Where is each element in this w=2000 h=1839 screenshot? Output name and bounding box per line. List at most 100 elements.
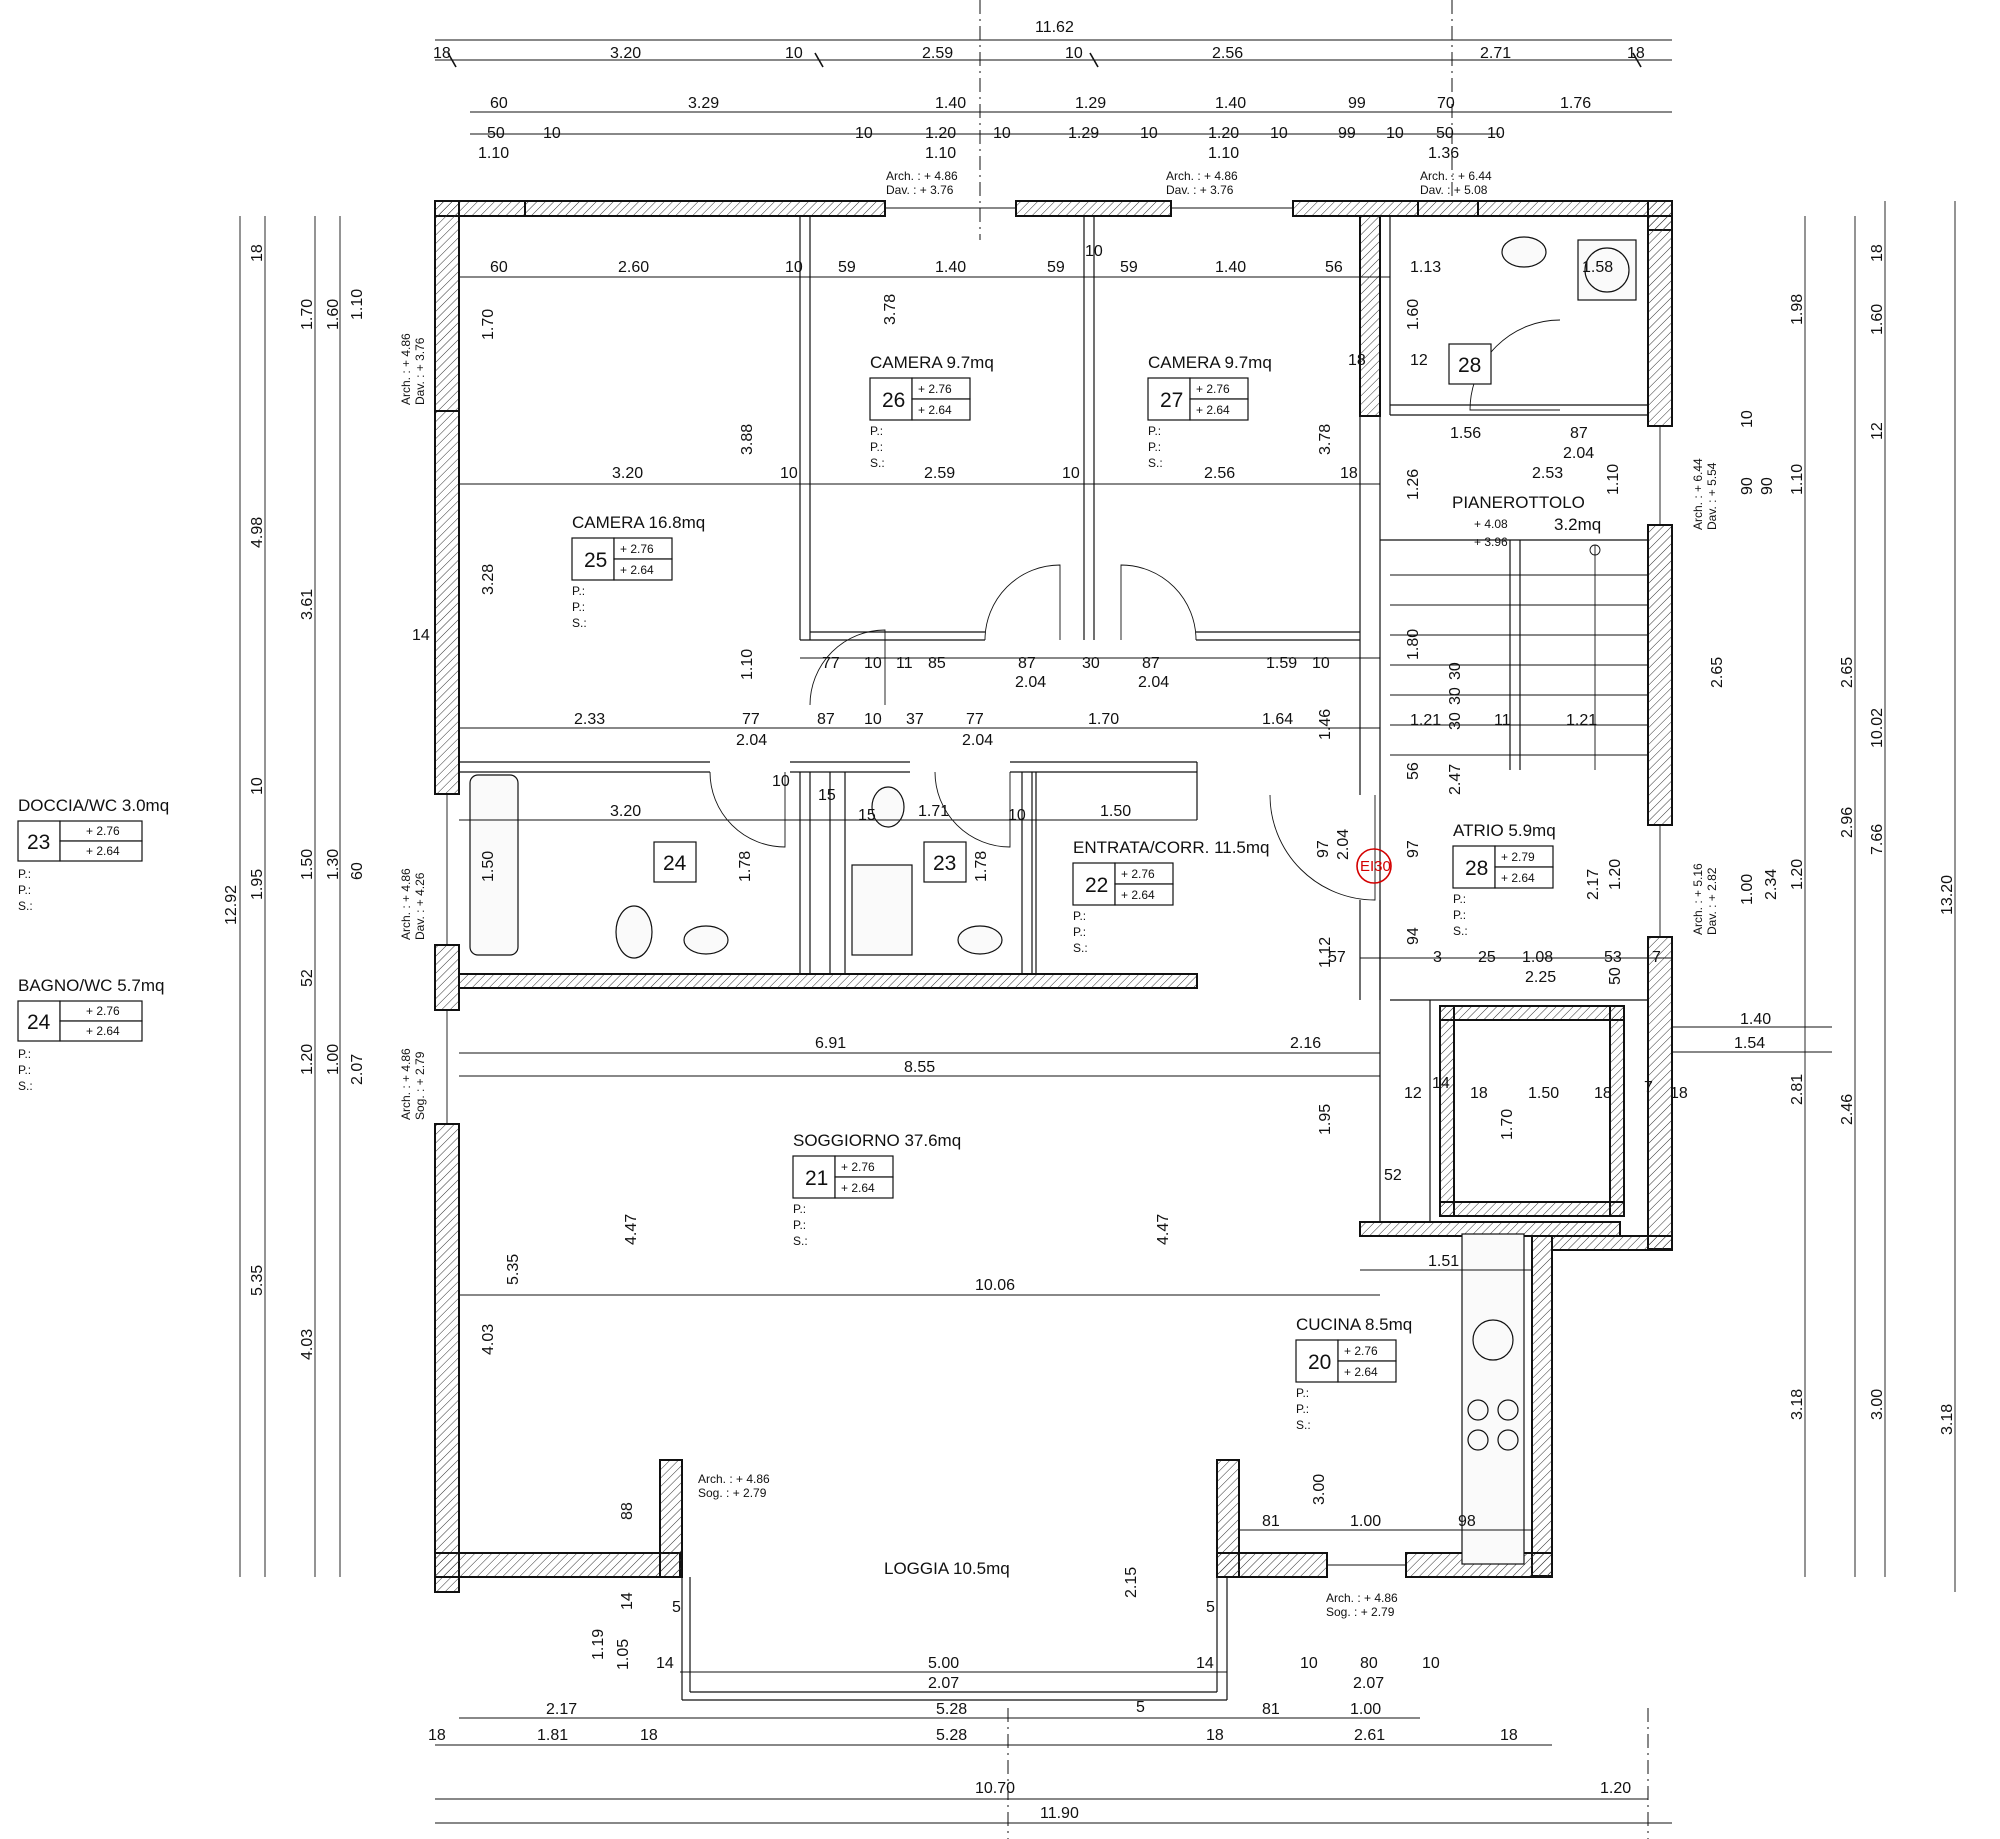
room-height-2: + 2.64: [918, 403, 952, 417]
svg-text:14: 14: [412, 627, 430, 644]
svg-text:12: 12: [1404, 1085, 1422, 1102]
svg-text:Arch. : + 4.86: Arch. : + 4.86: [399, 1048, 413, 1120]
svg-text:10: 10: [1312, 655, 1330, 672]
svg-text:3.78: 3.78: [882, 294, 899, 325]
svg-text:80: 80: [1360, 1655, 1378, 1672]
svg-text:1.60: 1.60: [325, 299, 342, 330]
svg-text:85: 85: [928, 655, 946, 672]
room-note: P.:: [1148, 424, 1161, 438]
svg-text:1.40: 1.40: [1215, 259, 1246, 276]
svg-text:1.26: 1.26: [1405, 469, 1422, 500]
svg-text:53: 53: [1604, 949, 1622, 966]
svg-text:2.81: 2.81: [1789, 1074, 1806, 1105]
room-height-2: + 2.64: [620, 563, 654, 577]
room-number: 22: [1085, 874, 1108, 897]
legend-title: BAGNO/WC 5.7mq: [18, 976, 164, 995]
svg-text:Arch. : + 4.86: Arch. : + 4.86: [399, 333, 413, 405]
svg-text:1.95: 1.95: [1317, 1104, 1334, 1135]
svg-text:Arch. : + 6.44: Arch. : + 6.44: [1691, 458, 1705, 530]
svg-text:2.47: 2.47: [1447, 764, 1464, 795]
room-note: P.:: [572, 600, 585, 614]
svg-text:+ 2.76: + 2.76: [86, 824, 120, 838]
svg-text:10: 10: [780, 465, 798, 482]
svg-text:14: 14: [619, 1592, 636, 1610]
left-dimensions: 12.92 4.98 1.95 5.35 3.61 4.03 1.50 1.20…: [223, 216, 430, 1577]
svg-text:18: 18: [640, 1727, 658, 1744]
svg-text:10: 10: [1085, 243, 1103, 260]
svg-text:10: 10: [543, 125, 561, 142]
room-title: SOGGIORNO 37.6mq: [793, 1131, 961, 1150]
svg-text:2.07: 2.07: [349, 1054, 366, 1085]
room-note: P.:: [1073, 925, 1086, 939]
svg-text:1.40: 1.40: [935, 259, 966, 276]
svg-text:1.56: 1.56: [1450, 425, 1481, 442]
room-note: P.:: [1453, 908, 1466, 922]
svg-text:1.50: 1.50: [1100, 803, 1131, 820]
svg-text:5.35: 5.35: [505, 1254, 522, 1285]
svg-text:7.66: 7.66: [1869, 824, 1886, 855]
svg-text:2.04: 2.04: [1138, 674, 1169, 691]
svg-text:5.28: 5.28: [936, 1701, 967, 1718]
svg-text:10: 10: [772, 773, 790, 790]
room-title: ENTRATA/CORR. 11.5mq: [1073, 838, 1270, 857]
room-height-1: + 2.79: [1501, 850, 1535, 864]
svg-text:Dav. : + 5.54: Dav. : + 5.54: [1705, 462, 1719, 530]
svg-text:1.59: 1.59: [1266, 655, 1297, 672]
washbasin-icon: [1501, 236, 1547, 268]
svg-text:59: 59: [838, 259, 856, 276]
svg-text:8.55: 8.55: [904, 1059, 935, 1076]
room-height-1: + 2.76: [1196, 382, 1230, 396]
svg-text:1.10: 1.10: [1789, 464, 1806, 495]
svg-text:Sog. : + 2.79: Sog. : + 2.79: [698, 1486, 767, 1500]
svg-text:P.:: P.:: [18, 1063, 31, 1077]
svg-text:12.92: 12.92: [223, 885, 240, 925]
svg-text:1.20: 1.20: [1600, 1780, 1631, 1797]
room-title: CAMERA 9.7mq: [870, 353, 994, 372]
svg-text:10: 10: [1270, 125, 1288, 142]
svg-text:3.78: 3.78: [1317, 424, 1334, 455]
svg-text:Arch. : + 4.86: Arch. : + 4.86: [886, 169, 958, 183]
svg-text:1.40: 1.40: [1215, 95, 1246, 112]
svg-text:1.50: 1.50: [1528, 1085, 1559, 1102]
svg-text:2.04: 2.04: [1563, 445, 1594, 462]
svg-text:59: 59: [1047, 259, 1065, 276]
svg-text:18: 18: [428, 1727, 446, 1744]
svg-text:1.20: 1.20: [1607, 859, 1624, 890]
svg-text:7: 7: [1644, 1079, 1653, 1096]
svg-text:1.10: 1.10: [1208, 145, 1239, 162]
svg-text:5: 5: [1136, 1699, 1145, 1716]
svg-text:2.71: 2.71: [1480, 45, 1511, 62]
svg-text:1.05: 1.05: [615, 1639, 632, 1670]
svg-text:4.47: 4.47: [1155, 1214, 1172, 1245]
svg-text:1.70: 1.70: [1088, 711, 1119, 728]
svg-text:11.90: 11.90: [1040, 1805, 1079, 1822]
svg-text:10: 10: [1422, 1655, 1440, 1672]
room-title: CAMERA 16.8mq: [572, 513, 705, 532]
svg-text:18: 18: [1348, 352, 1366, 369]
svg-text:10: 10: [1487, 125, 1505, 142]
svg-text:98: 98: [1458, 1513, 1476, 1530]
svg-text:12: 12: [1869, 422, 1886, 440]
svg-text:5.28: 5.28: [936, 1727, 967, 1744]
room-number-23: 23: [933, 852, 956, 875]
toilet-icon: [615, 905, 653, 959]
svg-text:3.00: 3.00: [1869, 1389, 1886, 1420]
svg-text:2.04: 2.04: [736, 732, 767, 749]
svg-text:1.98: 1.98: [1789, 294, 1806, 325]
room-height-1: + 2.76: [918, 382, 952, 396]
top-dimensions: 11.62 18 3.20 10 2.59 10 2.56 2.71 18 60…: [433, 19, 1672, 162]
svg-text:6.91: 6.91: [815, 1035, 846, 1052]
room-title: CUCINA 8.5mq: [1296, 1315, 1412, 1334]
svg-text:10.06: 10.06: [975, 1277, 1015, 1294]
svg-text:1.10: 1.10: [1605, 464, 1622, 495]
room-number-24: 24: [663, 852, 687, 875]
svg-text:14: 14: [1432, 1075, 1450, 1092]
room-note: S.:: [870, 456, 885, 470]
room-note: P.:: [870, 440, 883, 454]
room-26: CAMERA 9.7mq 26 + 2.76 + 2.64 P.: P.: S.…: [869, 353, 994, 470]
svg-text:+ 2.76: + 2.76: [86, 1004, 120, 1018]
legend-bagno: BAGNO/WC 5.7mq 24 + 2.76 + 2.64 P.: P.: …: [17, 976, 164, 1093]
svg-text:18: 18: [1869, 244, 1886, 262]
fire-door-label: EI30: [1360, 858, 1391, 875]
